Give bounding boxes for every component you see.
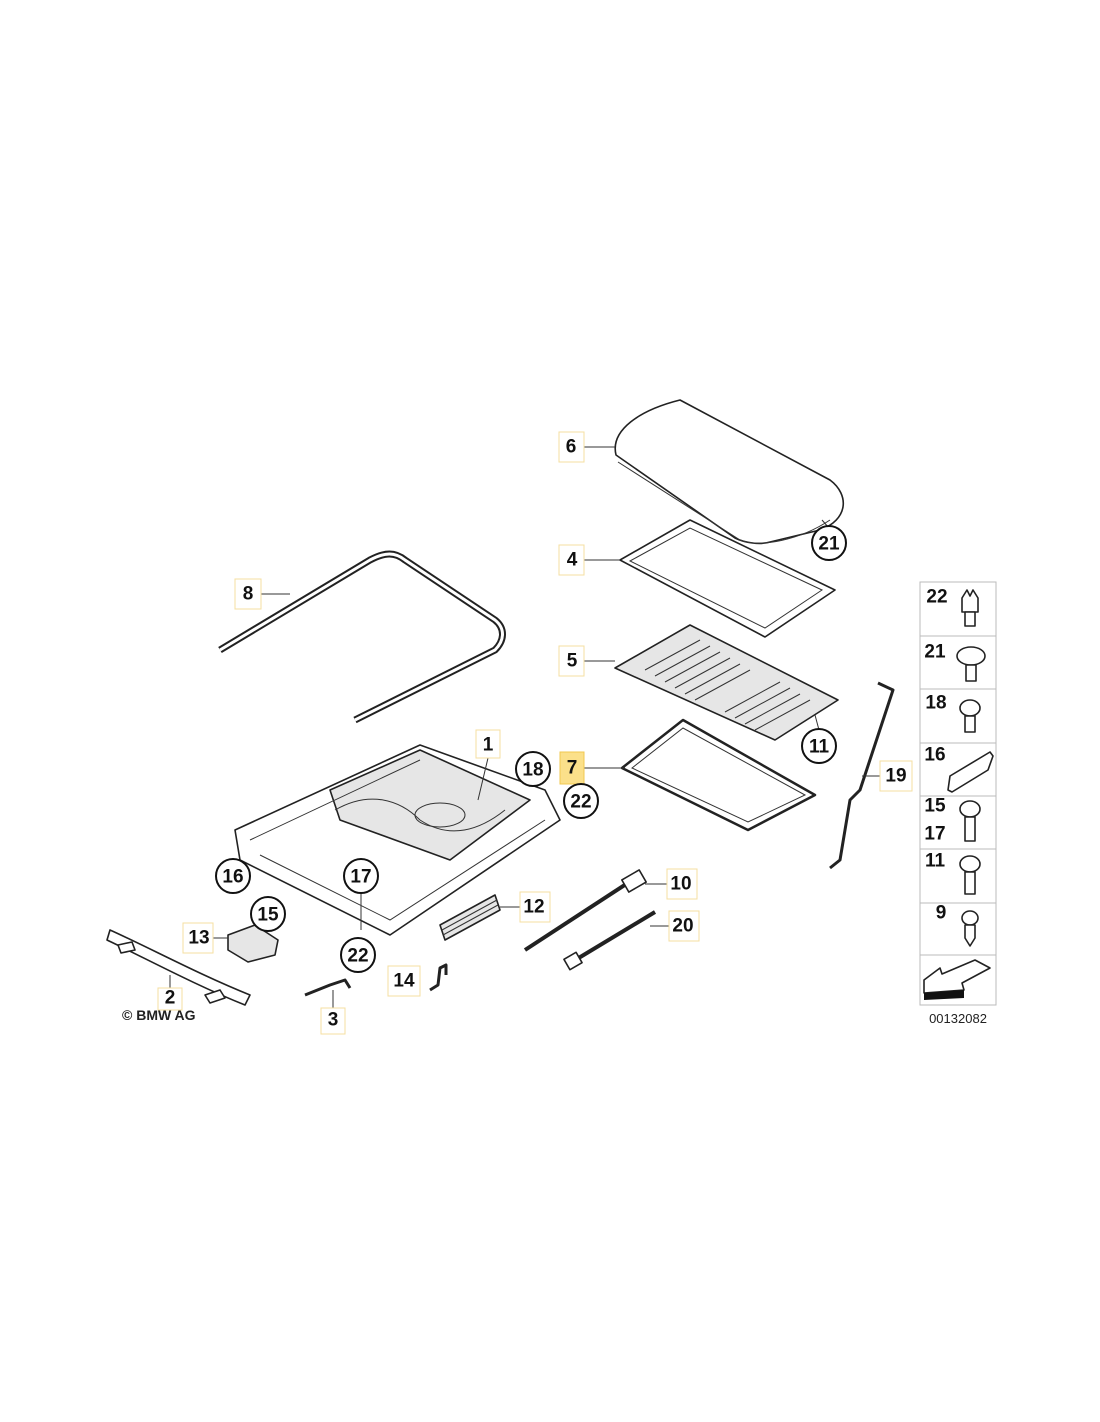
callout-13[interactable]: 13 — [182, 922, 214, 954]
legend-row-15-17[interactable]: 15 17 — [924, 796, 981, 845]
callout-10[interactable]: 10 — [666, 868, 698, 900]
diagram-number: 00132082 — [929, 1011, 987, 1026]
callout-21[interactable]: 21 — [811, 525, 847, 561]
callout-17[interactable]: 17 — [343, 858, 379, 894]
svg-text:22: 22 — [926, 587, 947, 608]
svg-text:6: 6 — [566, 437, 577, 458]
part-3-bracket[interactable] — [304, 978, 352, 997]
callout-4[interactable]: 4 — [558, 544, 585, 576]
legend-row-11[interactable]: 11 — [925, 851, 981, 895]
svg-text:13: 13 — [188, 928, 209, 949]
svg-text:21: 21 — [818, 534, 840, 555]
callout-19[interactable]: 19 — [879, 760, 913, 792]
callout-7-highlighted[interactable]: 7 — [559, 751, 585, 785]
callout-22-upper[interactable]: 22 — [563, 783, 599, 819]
svg-text:20: 20 — [672, 916, 693, 937]
svg-text:16: 16 — [222, 867, 243, 888]
part-7-seal[interactable] — [620, 718, 817, 832]
leader-lines — [169, 446, 880, 1008]
svg-text:22: 22 — [570, 792, 591, 813]
svg-text:7: 7 — [567, 758, 578, 779]
screw-icon — [959, 699, 981, 733]
callout-15[interactable]: 15 — [250, 896, 286, 932]
svg-text:17: 17 — [924, 824, 945, 845]
svg-text:11: 11 — [925, 851, 946, 872]
callout-22-lower[interactable]: 22 — [340, 937, 376, 973]
part-5-plate[interactable] — [614, 624, 839, 741]
callout-18[interactable]: 18 — [515, 751, 551, 787]
svg-text:5: 5 — [567, 651, 578, 672]
part-4-seal[interactable] — [619, 519, 836, 638]
callout-11[interactable]: 11 — [801, 728, 837, 764]
callout-14[interactable]: 14 — [387, 965, 421, 997]
part-6-glass-panel[interactable] — [614, 399, 845, 545]
legend-row-18[interactable]: 18 — [925, 693, 981, 733]
svg-text:10: 10 — [670, 874, 691, 895]
svg-text:18: 18 — [925, 693, 946, 714]
clip-icon — [961, 589, 979, 627]
callout-16[interactable]: 16 — [215, 858, 251, 894]
svg-text:19: 19 — [885, 766, 906, 787]
part-8-seal[interactable] — [218, 550, 506, 724]
svg-text:18: 18 — [522, 760, 543, 781]
callout-5[interactable]: 5 — [558, 645, 585, 677]
svg-text:2: 2 — [165, 988, 176, 1009]
callout-6[interactable]: 6 — [558, 431, 585, 463]
svg-text:8: 8 — [243, 584, 254, 605]
svg-text:21: 21 — [924, 642, 946, 663]
part-20-drive-cable[interactable] — [563, 910, 657, 971]
svg-text:1: 1 — [483, 735, 494, 756]
svg-text:14: 14 — [393, 971, 415, 992]
part-1-frame[interactable] — [234, 744, 561, 936]
svg-text:17: 17 — [350, 867, 371, 888]
part-2-cover-bar[interactable] — [106, 929, 251, 1006]
legend-row-16[interactable]: 16 — [924, 745, 994, 793]
screw-icon — [959, 800, 981, 842]
screw-icon — [959, 855, 981, 895]
callout-3[interactable]: 3 — [320, 1007, 346, 1035]
svg-text:15: 15 — [257, 905, 279, 926]
callout-1[interactable]: 1 — [475, 729, 501, 759]
svg-text:22: 22 — [347, 946, 368, 967]
callout-20[interactable]: 20 — [668, 910, 700, 942]
part-10-drive-cable[interactable] — [523, 869, 647, 952]
part-19-cable[interactable] — [829, 681, 895, 870]
copyright: © BMW AG — [122, 1007, 196, 1023]
svg-text:12: 12 — [523, 897, 544, 918]
collar-screw-icon — [956, 646, 986, 682]
bracket-icon — [947, 751, 994, 793]
legend-row-22[interactable]: 22 — [926, 587, 979, 627]
fastener-legend: 22 21 18 16 15 17 11 9 — [919, 581, 997, 1006]
legend-row-9[interactable]: 9 — [936, 903, 979, 947]
callout-2[interactable]: 2 — [157, 987, 183, 1011]
legend-row-21[interactable]: 21 — [924, 642, 986, 682]
part-12-wind-deflector[interactable] — [439, 894, 501, 941]
part-14-bracket[interactable] — [429, 963, 448, 992]
svg-text:9: 9 — [936, 903, 947, 924]
svg-text:16: 16 — [924, 745, 945, 766]
callout-12[interactable]: 12 — [519, 891, 551, 923]
arrow-icon — [923, 959, 991, 1000]
svg-text:11: 11 — [809, 737, 830, 758]
tapping-screw-icon — [961, 910, 979, 947]
callout-8[interactable]: 8 — [234, 578, 262, 610]
svg-text:15: 15 — [924, 796, 946, 817]
svg-text:4: 4 — [567, 550, 578, 571]
svg-text:3: 3 — [328, 1010, 339, 1031]
